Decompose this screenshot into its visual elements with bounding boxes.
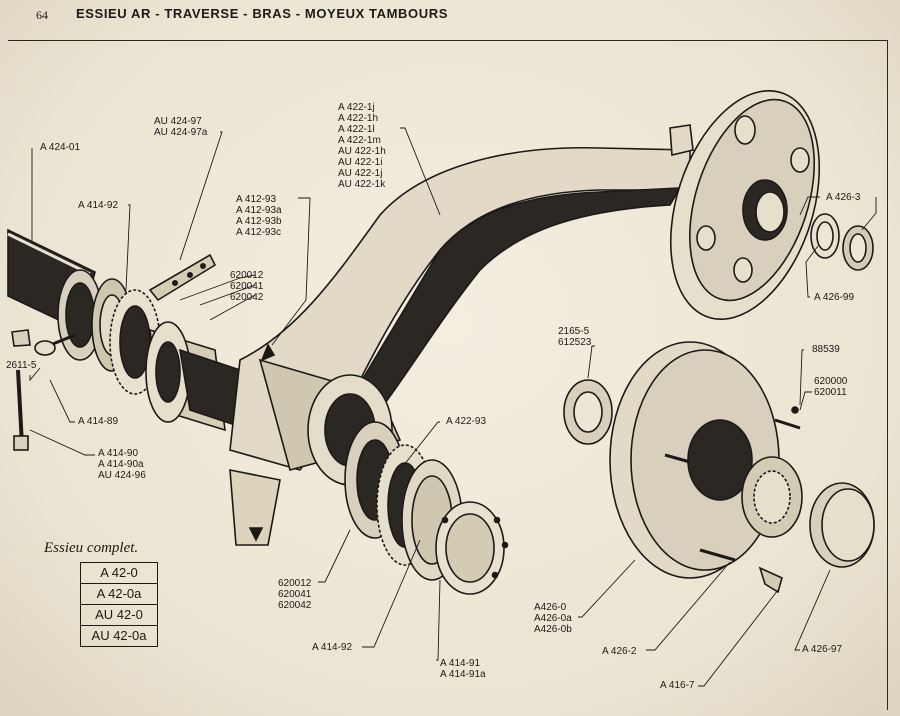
bolt-left bbox=[11, 329, 76, 451]
right-bearing-rings bbox=[344, 421, 509, 595]
essieu-row: A 42-0a bbox=[81, 584, 157, 605]
label-620000: 620000 620011 bbox=[814, 376, 848, 398]
label-a414-90: A 414-90 A 414-90a AU 424-96 bbox=[98, 448, 146, 481]
page-title: ESSIEU AR - TRAVERSE - BRAS - MOYEUX TAM… bbox=[76, 6, 449, 21]
label-a416-7: A 416-7 bbox=[660, 680, 695, 691]
grease-nipple bbox=[758, 566, 783, 594]
leader-lines bbox=[29, 127, 877, 687]
label-a426-99: A 426-99 bbox=[814, 292, 855, 303]
brake-backing-plate bbox=[669, 90, 821, 320]
label-a422-93: A 422-93 bbox=[446, 416, 487, 427]
brake-drum bbox=[609, 341, 803, 579]
label-a414-91: A 414-91 A 414-91a bbox=[440, 658, 486, 680]
label-a414-92-top: A 414-92 bbox=[78, 200, 119, 211]
diagram-frame bbox=[8, 40, 888, 710]
label-a426-3: A 426-3 bbox=[826, 192, 861, 203]
essieu-row: AU 42-0 bbox=[81, 605, 157, 626]
label-bearings-bottom: 620012 620041 620042 bbox=[278, 578, 312, 611]
label-a412-93: A 412-93 A 412-93a A 412-93b A 412-93c bbox=[236, 194, 282, 238]
essieu-table: A 42-0 A 42-0a AU 42-0 AU 42-0a bbox=[80, 562, 158, 647]
essieu-row: A 42-0 bbox=[81, 563, 157, 584]
label-a426-2: A 426-2 bbox=[602, 646, 637, 657]
label-2611-5: 2611-5 bbox=[6, 360, 37, 371]
label-a426-97: A 426-97 bbox=[802, 644, 843, 655]
label-a414-89: A 414-89 bbox=[78, 416, 119, 427]
label-a422-1: A 422-1j A 422-1h A 422-1l A 422-1m AU 4… bbox=[338, 102, 386, 190]
seal-ring-middle bbox=[563, 379, 613, 445]
label-88539: 88539 bbox=[812, 344, 840, 355]
axle-sleeve bbox=[145, 321, 252, 432]
left-bearing-rings bbox=[57, 269, 161, 395]
seal-rings-top bbox=[810, 213, 874, 271]
label-bearings-top: 620012 620041 620042 bbox=[230, 270, 264, 303]
label-au424-97: AU 424-97 AU 424-97a bbox=[154, 116, 208, 138]
label-a414-92-bottom: A 414-92 bbox=[312, 642, 353, 653]
bracket-plate bbox=[148, 253, 217, 302]
label-a426-0: A426-0 A426-0a A426-0b bbox=[534, 602, 572, 635]
label-seal-2165: 2165-5 612523 bbox=[558, 326, 592, 348]
essieu-row: AU 42-0a bbox=[91, 628, 147, 643]
essieu-title: Essieu complet. bbox=[44, 540, 139, 556]
hub-cap bbox=[809, 482, 875, 568]
page-number: 64 bbox=[36, 8, 48, 22]
page-header: 64 ESSIEU AR - TRAVERSE - BRAS - MOYEUX … bbox=[0, 0, 900, 32]
label-a424-01: A 424-01 bbox=[40, 142, 81, 153]
